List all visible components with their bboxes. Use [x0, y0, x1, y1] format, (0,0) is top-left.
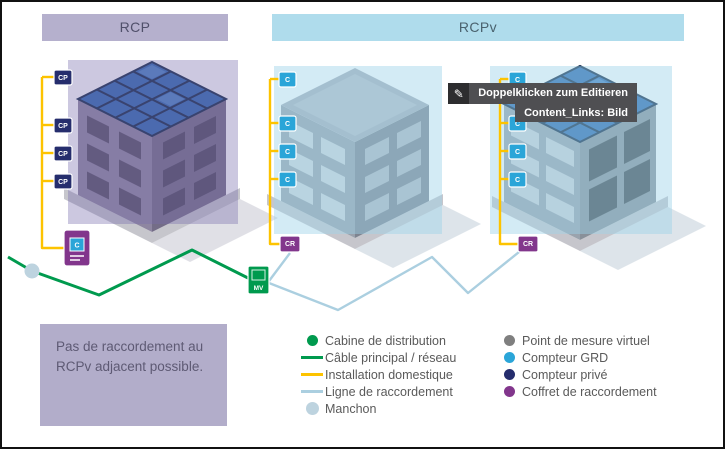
- legend-label: Compteur privé: [522, 367, 608, 382]
- windows-right: [589, 119, 650, 222]
- green-line-icon: [301, 356, 323, 359]
- svg-text:CP: CP: [58, 123, 68, 130]
- edit-tooltip: ✎ Doppelklicken zum Editieren: [448, 83, 637, 104]
- purple-dot-icon: [503, 386, 515, 397]
- legend-label: Installation domestique: [325, 367, 453, 382]
- solar-panels: [75, 60, 229, 138]
- legend-item: Compteur privé: [496, 366, 657, 383]
- gray-dot-icon: [503, 335, 515, 346]
- legend-item: Point de mesure virtuel: [496, 332, 657, 349]
- domestic-wiring-middle: [268, 79, 280, 246]
- legend-label: Câble principal / réseau: [325, 350, 457, 365]
- svg-text:C: C: [74, 243, 79, 250]
- wires: [7, 75, 525, 312]
- navy-dot-icon: [503, 369, 515, 380]
- rcpv-zone-overlay-1: [274, 66, 442, 234]
- legend-item: Compteur GRD: [496, 349, 657, 366]
- svg-text:C: C: [285, 77, 290, 84]
- compteur-grd-icons-middle: C C C C: [278, 71, 297, 188]
- pencil-icon: ✎: [448, 83, 470, 104]
- rcp-header: RCP: [42, 14, 228, 41]
- manchon-icon: [24, 263, 40, 279]
- svg-text:C: C: [515, 149, 520, 156]
- svg-text:CP: CP: [58, 75, 68, 82]
- connection-line: [268, 247, 525, 312]
- rcp-zone-overlay: [68, 60, 238, 224]
- windows-right: [163, 116, 216, 216]
- building-rcp: [64, 60, 240, 243]
- windows-right: [365, 121, 421, 222]
- svg-text:CR: CR: [523, 241, 533, 248]
- manchon-dot-icon: [305, 402, 319, 415]
- main-network-cable: [7, 248, 255, 297]
- content-links-tooltip: Content_Links: Bild: [515, 104, 637, 122]
- legend-item: Installation domestique: [299, 366, 496, 383]
- cabine-dot-icon: [306, 335, 318, 346]
- coffret-cr-icon-middle: CR: [279, 235, 301, 253]
- legend-column-1: Cabine de distribution Câble principal /…: [299, 332, 496, 417]
- note-box: Pas de raccordement au RCPv adjacent pos…: [40, 324, 227, 426]
- edit-tooltip-text: Doppelklicken zum Editieren: [469, 83, 637, 104]
- coffret-raccordement-icon: C: [63, 229, 91, 267]
- svg-text:C: C: [515, 121, 520, 128]
- blue-line-icon: [301, 390, 323, 393]
- compteur-grd-icons-right: C C C C: [508, 71, 527, 188]
- legend-item: Ligne de raccordement: [299, 383, 496, 400]
- legend-label: Point de mesure virtuel: [522, 333, 650, 348]
- legend-item: Cabine de distribution: [299, 332, 496, 349]
- building-rcpv-1: [267, 68, 443, 249]
- cyan-dot-icon: [503, 352, 515, 363]
- cabine-mv-icon: MV: [247, 265, 270, 295]
- legend-item: Coffret de raccordement: [496, 383, 657, 400]
- svg-text:C: C: [515, 177, 520, 184]
- svg-text:C: C: [285, 177, 290, 184]
- windows-left: [87, 115, 141, 216]
- svg-text:C: C: [285, 121, 290, 128]
- legend-label: Manchon: [325, 401, 377, 416]
- legend-column-2: Point de mesure virtuel Compteur GRD Com…: [496, 332, 657, 417]
- compteur-prive-icons: CP CP CP CP: [53, 69, 73, 190]
- legend-label: Coffret de raccordement: [522, 384, 657, 399]
- ground-shadows: [152, 199, 706, 270]
- rcpv-header: RCPv: [272, 14, 684, 41]
- domestic-wiring-right: [498, 79, 518, 246]
- legend-label: Cabine de distribution: [325, 333, 446, 348]
- legend: Cabine de distribution Câble principal /…: [299, 332, 657, 417]
- legend-label: Compteur GRD: [522, 350, 609, 365]
- legend-label: Ligne de raccordement: [325, 384, 453, 399]
- connection-line-stub: [268, 252, 291, 282]
- coffret-cr-icon-right: CR: [517, 235, 539, 253]
- svg-text:CR: CR: [285, 241, 295, 248]
- svg-text:C: C: [515, 77, 520, 84]
- yellow-line-icon: [301, 373, 323, 376]
- legend-item: Câble principal / réseau: [299, 349, 496, 366]
- svg-text:MV: MV: [254, 285, 264, 292]
- svg-text:CP: CP: [58, 179, 68, 186]
- svg-text:C: C: [285, 149, 290, 156]
- domestic-wiring-left: [40, 77, 64, 250]
- legend-item: Manchon: [299, 400, 496, 417]
- svg-text:CP: CP: [58, 151, 68, 158]
